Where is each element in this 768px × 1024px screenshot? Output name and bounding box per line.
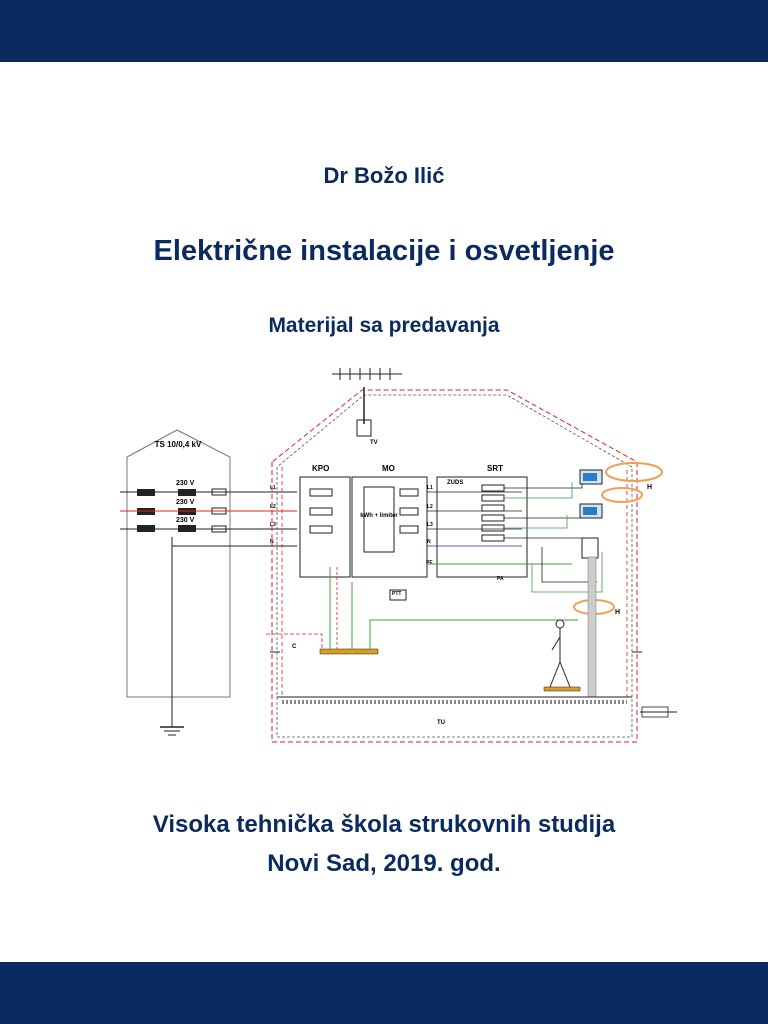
tv-label: TV — [370, 440, 378, 446]
bottom-color-band — [0, 962, 768, 1024]
l2-label: L2 — [270, 504, 276, 510]
kpo-label: KPO — [312, 464, 329, 473]
svg-text:L2: L2 — [427, 504, 433, 510]
zuds-label: ZUDS — [447, 480, 463, 486]
book-subtitle: Materijal sa predavanja — [268, 314, 500, 337]
tu-label: TU — [437, 720, 445, 726]
pipe — [587, 556, 597, 698]
voltage-label-2: 230 V — [176, 499, 195, 506]
svg-text:L1: L1 — [427, 485, 433, 491]
author-name: Dr Božo Ilić — [323, 163, 445, 188]
l1-label: L1 — [270, 485, 276, 491]
svg-text:N: N — [427, 539, 431, 545]
transformer-station-outline — [126, 429, 231, 698]
transformer-label: TS 10/0,4 kV — [155, 440, 202, 449]
srt-box — [436, 476, 528, 578]
h-label-2: H — [615, 609, 620, 616]
ptt-socket — [389, 589, 407, 601]
ptt-label: PTT — [392, 591, 401, 597]
c-label: C — [292, 644, 297, 650]
book-title: Električne instalacije i osvetljenje — [153, 235, 615, 267]
pe-label: PE — [426, 560, 433, 566]
meter-box — [363, 486, 395, 553]
pa-label: PA — [497, 576, 504, 582]
ring-1 — [605, 462, 663, 482]
device-3 — [581, 537, 599, 559]
institution-name: Visoka tehnička škola strukovnih studija — [152, 811, 616, 838]
voltage-label-3: 230 V — [176, 517, 195, 524]
l3-label: L3 — [270, 522, 276, 528]
person-icon — [555, 619, 565, 629]
ground-rod — [641, 706, 669, 718]
voltage-label-1: 230 V — [176, 480, 195, 487]
meter-label: kWh + limiter — [360, 513, 398, 519]
h-label-1: H — [647, 484, 652, 491]
mo-box — [351, 476, 428, 578]
srt-label: SRT — [487, 464, 503, 473]
electrical-installation-diagram: TS 10/0,4 kV 230 V 230 V 230 V L1 L2 L3 … — [120, 368, 677, 743]
mo-label: MO — [382, 464, 395, 473]
house-outline — [271, 389, 638, 743]
svg-text:L3: L3 — [427, 522, 433, 528]
ring-2 — [601, 487, 643, 503]
top-color-band — [0, 0, 768, 62]
place-and-year: Novi Sad, 2019. god. — [267, 850, 501, 877]
equipotential-bar — [319, 648, 379, 655]
kpo-box — [299, 476, 351, 578]
